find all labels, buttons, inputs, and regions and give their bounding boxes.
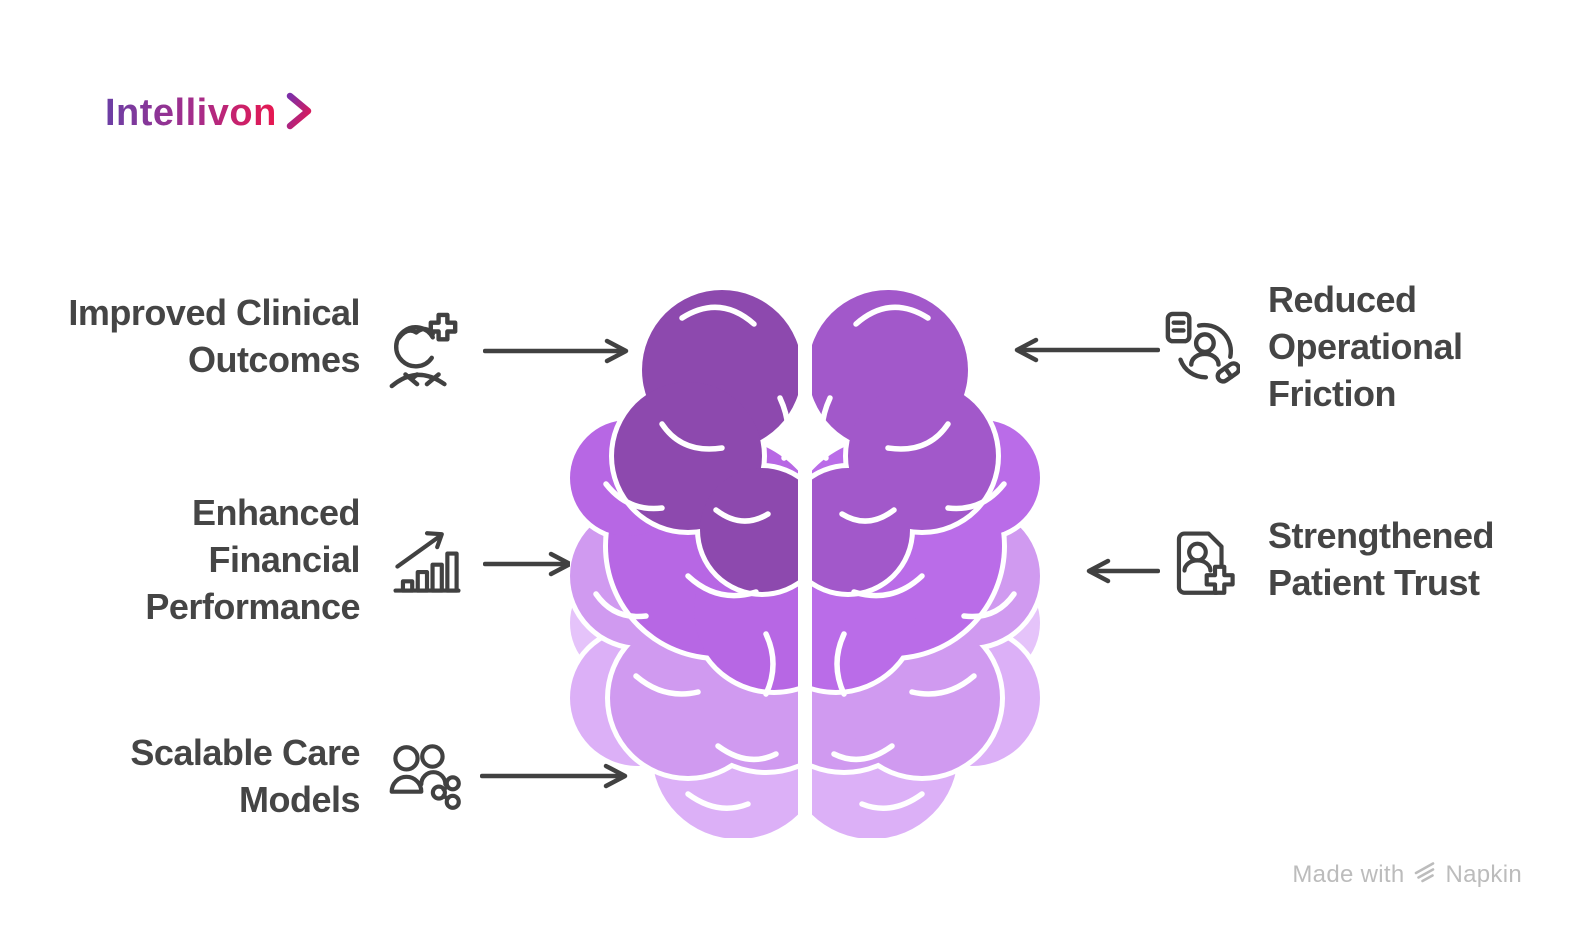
brand-logo: Intellivon [105, 92, 314, 135]
credit-brand: Napkin [1445, 861, 1522, 888]
patient-care-cycle-icon [1162, 310, 1240, 388]
arrow-right [480, 763, 628, 789]
label-line: Strengthened [1268, 515, 1495, 556]
napkin-logo-icon [1413, 860, 1436, 890]
label-line: Financial [208, 539, 360, 580]
arrow-right [483, 338, 629, 364]
label-line: Operational [1268, 326, 1463, 367]
label-line: Outcomes [187, 339, 361, 380]
benefit-label-reduced-operational-friction: Reduced Operational Friction [1268, 276, 1463, 417]
benefit-label-enhanced-financial-performance: Enhanced Financial Performance [145, 489, 360, 630]
benefit-label-strengthened-patient-trust: Strengthened Patient Trust [1268, 512, 1495, 606]
patient-plus-icon [384, 312, 462, 390]
made-with-napkin-credit: Made with Napkin [1292, 860, 1522, 890]
label-line: Scalable Care [130, 732, 360, 773]
benefit-label-scalable-care-models: Scalable Care Models [130, 729, 360, 823]
brain-right-hemisphere [812, 290, 1040, 838]
label-line: Improved Clinical [68, 292, 360, 333]
label-line: Friction [1268, 373, 1396, 414]
people-network-icon [388, 738, 462, 812]
brand-logo-text: Intellivon [105, 92, 277, 134]
brain-illustration [570, 278, 1040, 838]
label-line: Reduced [1268, 279, 1417, 320]
label-line: Performance [145, 586, 360, 627]
label-line: Enhanced [191, 492, 361, 533]
arrow-left [1008, 337, 1160, 363]
label-line: Patient Trust [1268, 562, 1480, 603]
brain-left-hemisphere [570, 290, 798, 838]
growth-chart-icon [390, 524, 464, 598]
arrow-right [483, 551, 573, 577]
benefit-label-improved-clinical-outcomes: Improved Clinical Outcomes [68, 289, 360, 383]
patient-record-plus-icon [1166, 528, 1240, 602]
chevron-right-icon [286, 92, 314, 135]
credit-prefix: Made with [1292, 861, 1405, 888]
arrow-left [1080, 558, 1160, 584]
label-line: Models [238, 779, 361, 820]
